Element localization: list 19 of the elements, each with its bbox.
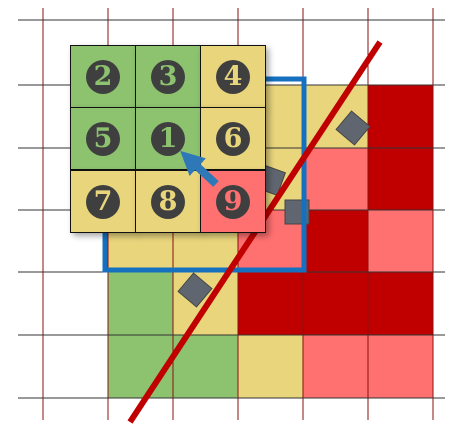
arrow xyxy=(180,150,219,187)
number-badge: 6 xyxy=(216,122,250,156)
number-badge: 1 xyxy=(151,122,185,156)
grid-cell xyxy=(135,170,201,233)
number-badge: 5 xyxy=(86,122,120,156)
grid-cell xyxy=(200,170,266,233)
grid-cell xyxy=(70,170,136,233)
grid-cell xyxy=(70,107,136,170)
number-badge: 8 xyxy=(151,184,185,218)
grid-cell xyxy=(135,45,201,108)
number-badge: 9 xyxy=(216,184,250,218)
grid-cell xyxy=(70,45,136,108)
number-badge: 3 xyxy=(151,60,185,94)
grid-cell xyxy=(135,107,201,170)
grid-cell xyxy=(200,45,266,108)
number-badge: 2 xyxy=(86,60,120,94)
number-badge: 7 xyxy=(86,184,120,218)
grid-cell xyxy=(200,107,266,170)
number-badge: 4 xyxy=(216,60,250,94)
